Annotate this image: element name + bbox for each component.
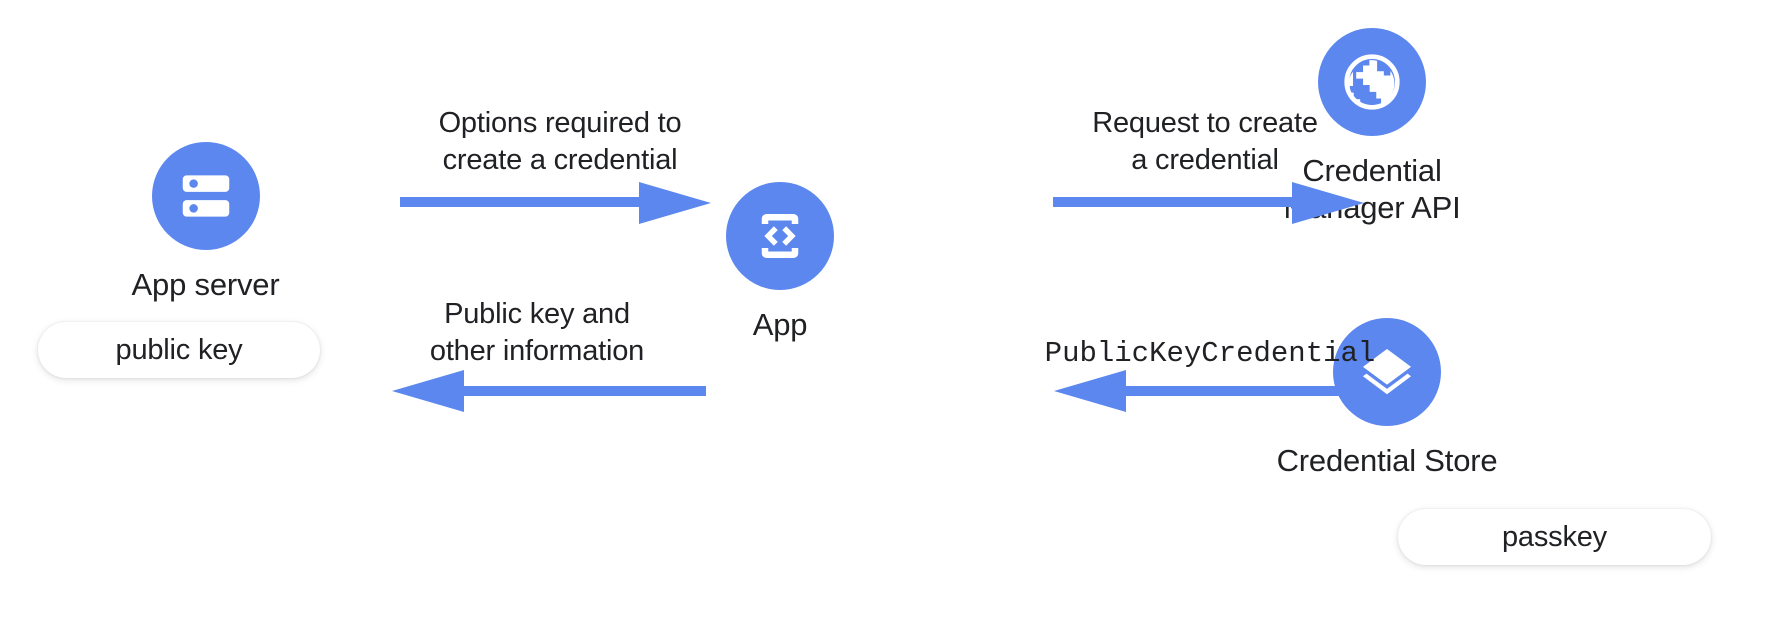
app-icon-circle — [726, 182, 834, 290]
node-credential-store: Credential Store — [1262, 318, 1512, 479]
layers-icon — [1362, 349, 1412, 395]
arrow-credential-store-to-app — [1054, 370, 1372, 412]
arrow-label-app-to-credential-manager: Request to create a credential — [1092, 107, 1318, 176]
globe-icon — [1344, 54, 1400, 110]
arrow-server-to-app — [400, 182, 711, 224]
arrow-label-app-to-server: Public key and other information — [429, 298, 645, 367]
chip-passkey: passkey — [1398, 509, 1711, 565]
node-label-credential-store: Credential Store — [1276, 443, 1498, 478]
node-label-app: App — [752, 307, 808, 342]
arrow-label-server-to-app: Options required to create a credential — [438, 107, 682, 176]
node-app: App — [718, 182, 842, 343]
arrow-app-to-server — [392, 370, 706, 412]
node-label-app-server: App server — [131, 267, 280, 302]
arrow-label-credential-store-to-app: PublicKeyCredential — [1044, 337, 1376, 370]
arrow-app-to-credential-manager — [1053, 182, 1364, 224]
server-icon — [182, 175, 229, 217]
credential-manager-icon-circle — [1318, 28, 1426, 136]
app-server-icon-circle — [151, 142, 260, 250]
app-code-phone-icon — [761, 214, 799, 258]
node-app-server: App server — [128, 142, 283, 303]
chip-public-key-label: public key — [115, 333, 243, 366]
chip-public-key: public key — [38, 322, 320, 378]
chip-passkey-label: passkey — [1502, 520, 1607, 553]
credential-store-icon-circle — [1333, 318, 1441, 426]
